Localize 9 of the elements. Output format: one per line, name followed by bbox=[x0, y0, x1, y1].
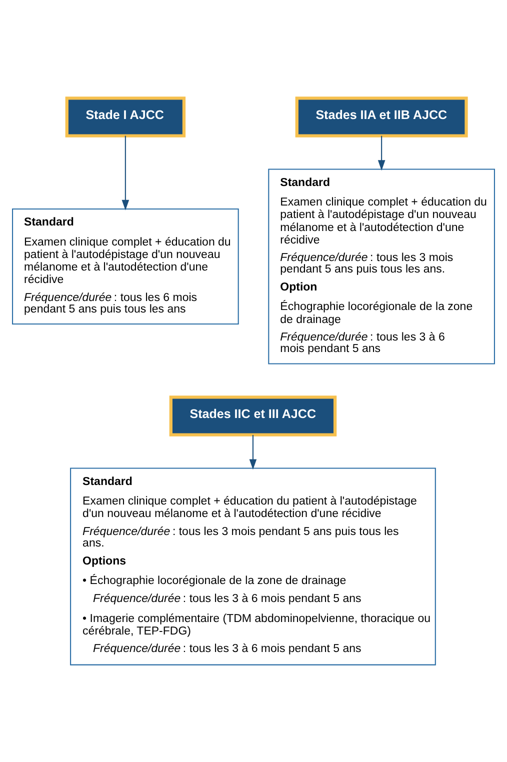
arrow bbox=[249, 434, 257, 470]
arrow bbox=[122, 135, 130, 210]
arrow bbox=[378, 135, 386, 170]
node-box: Stades IIA et IIB AJCC bbox=[295, 96, 468, 137]
node-box: Standard Examen clinique complet + éducation du patient à l'autodépistage d'un nouveau mélanome et à l'autodétection d'une récidive Fréquence/durée : tous les 6 mois pendant 5 ans puis tous les ans bbox=[12, 208, 239, 324]
node-box: Standard Examen clinique complet + éducation du patient à l'autodépistage d'un nouveau mélanome et à l'autodétection d'une récidive Fréquence/durée : tous les 3 mois pendant 5 ans puis tous les ans. Options • Échographie locorégionale de la zone de drainage Fréquence/durée : tous les 3 à 6 mois pendant 5 ans • Imagerie complémentaire (TDM abdominopelvienne, thoracique ou cérébrale, TEP-FDG) Fréquence/durée : tous les 3 à 6 mois pendant 5 ans bbox=[70, 467, 436, 665]
node-box: Stade I AJCC bbox=[65, 96, 186, 137]
node-box: Standard Examen clinique complet + éducation du patient à l'autodépistage d'un nouveau mélanome et à l'autodétection d'une récidive Fréquence/durée : tous les 3 mois pendant 5 ans puis tous les ans. Option Échographie locorégionale de la zone de drainage Fréquence/durée : tous les 3 à 6 mois pendant 5 ans bbox=[268, 168, 495, 364]
node-box: Stades IIC et III AJCC bbox=[169, 395, 337, 436]
